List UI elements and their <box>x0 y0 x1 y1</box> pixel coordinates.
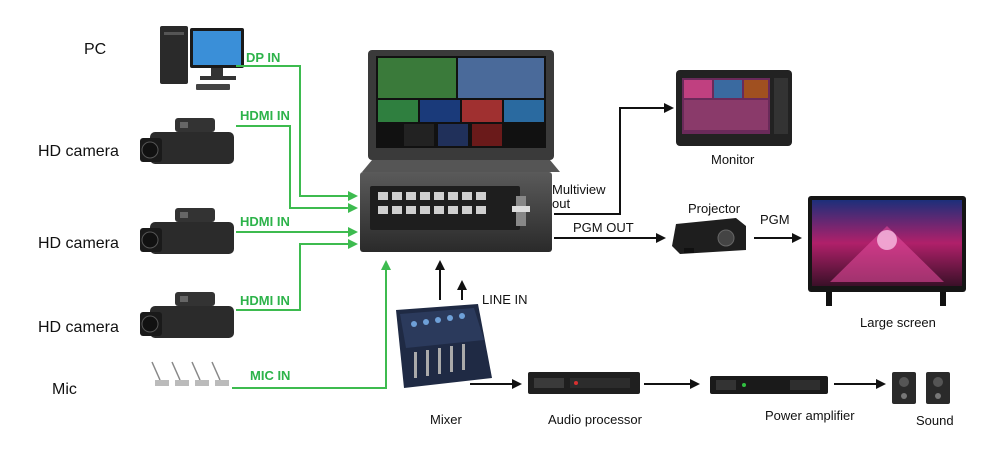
mixer-icon <box>396 304 492 388</box>
multiview-out-label-2: out <box>552 196 570 211</box>
large-screen-icon <box>808 196 966 306</box>
projector-label: Projector <box>688 201 741 216</box>
input-connections <box>232 65 391 389</box>
camera-1-icon <box>140 118 234 164</box>
audio-processor-icon <box>528 372 640 394</box>
hdmi-in-1-label: HDMI IN <box>240 108 290 123</box>
camera-2-label: HD camera <box>38 235 119 252</box>
power-amplifier-label: Power amplifier <box>765 408 855 423</box>
hdmi-in-1-line <box>236 125 358 213</box>
mixer-label: Mixer <box>430 412 462 427</box>
multiview-out-line <box>554 103 674 215</box>
pgm-label: PGM <box>760 212 790 227</box>
mic-in-line <box>232 260 391 389</box>
dp-in-line <box>236 65 358 201</box>
speakers-icon <box>892 372 950 404</box>
camera-2-icon <box>140 208 234 254</box>
hdmi-in-3-line <box>236 239 358 311</box>
hdmi-in-2-label: HDMI IN <box>240 214 290 229</box>
multiview-out-label-1: Multiview <box>552 182 606 197</box>
dp-in-label: DP IN <box>246 50 280 65</box>
pc-label: PC <box>84 41 106 58</box>
video-switcher <box>360 50 560 252</box>
monitor-label: Monitor <box>711 152 755 167</box>
line-in-label: LINE IN <box>482 292 528 307</box>
camera-3-icon <box>140 292 234 338</box>
mic-label: Mic <box>52 381 77 398</box>
camera-3-label: HD camera <box>38 319 119 336</box>
power-amplifier-icon <box>710 376 828 394</box>
monitor-icon <box>676 70 792 146</box>
hdmi-in-3-label: HDMI IN <box>240 293 290 308</box>
large-screen-label: Large screen <box>860 315 936 330</box>
pc-icon <box>160 26 244 90</box>
microphones-icon <box>151 361 229 386</box>
mic-in-label: MIC IN <box>250 368 290 383</box>
camera-1-label: HD camera <box>38 143 119 160</box>
pgm-out-label: PGM OUT <box>573 220 634 235</box>
audio-processor-label: Audio processor <box>548 412 643 427</box>
projector-icon <box>672 218 746 254</box>
sound-label: Sound <box>916 413 954 428</box>
